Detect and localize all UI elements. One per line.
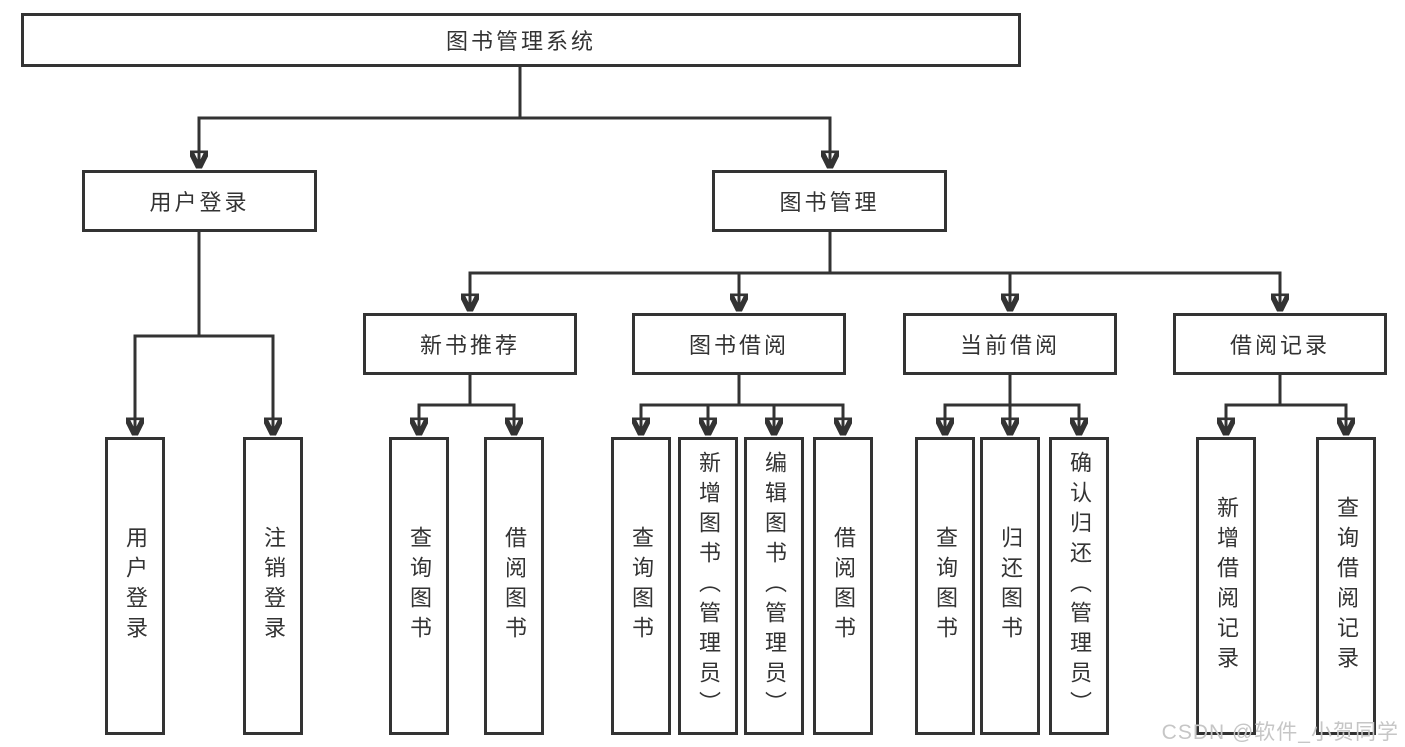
leaf-label: 借阅图书 (502, 526, 527, 646)
leaf-return-books: 归还图书 (980, 437, 1040, 735)
node-label: 用户登录 (149, 190, 250, 215)
leaf-borrow-books: 借阅图书 (813, 437, 873, 735)
node-label: 当前借阅 (959, 333, 1060, 358)
node-book-management: 图书管理 (712, 170, 947, 232)
connector-book-mgmt-children (470, 230, 1280, 306)
node-new-book-recommendation: 新书推荐 (363, 313, 577, 375)
leaf-label: 编辑图书（管理员） (762, 451, 787, 721)
connector-root-to-level2 (199, 65, 830, 163)
node-user-login: 用户登录 (82, 170, 317, 232)
leaf-label: 查询图书 (407, 526, 432, 646)
connector-current-borrow-children (945, 373, 1079, 430)
leaf-label: 归还图书 (998, 526, 1023, 646)
leaf-label: 查询图书 (933, 526, 958, 646)
leaf-borrow-books-recommend: 借阅图书 (484, 437, 544, 735)
leaf-user-login: 用户登录 (105, 437, 165, 735)
connector-book-borrow-children (641, 373, 843, 430)
csdn-watermark: CSDN @软件_小贺同学 (1161, 721, 1399, 744)
connector-records-children (1226, 373, 1346, 430)
node-current-borrowing: 当前借阅 (903, 313, 1117, 375)
leaf-query-borrow-record: 查询借阅记录 (1316, 437, 1376, 735)
node-label: 图书管理系统 (445, 29, 596, 54)
leaf-query-books-recommend: 查询图书 (389, 437, 449, 735)
leaf-label: 借阅图书 (831, 526, 856, 646)
node-library-management-system: 图书管理系统 (21, 13, 1021, 67)
leaf-label: 确认归还（管理员） (1067, 451, 1092, 721)
node-borrowing-records: 借阅记录 (1173, 313, 1387, 375)
connector-user-login-children (135, 230, 273, 430)
leaf-label: 新增借阅记录 (1214, 496, 1239, 676)
leaf-query-books-current: 查询图书 (915, 437, 975, 735)
connector-new-book-children (419, 373, 514, 430)
leaf-confirm-return-admin: 确认归还（管理员） (1049, 437, 1109, 735)
leaf-label: 查询借阅记录 (1334, 496, 1359, 676)
leaf-edit-books-admin: 编辑图书（管理员） (744, 437, 804, 735)
leaf-add-borrow-record: 新增借阅记录 (1196, 437, 1256, 735)
leaf-label: 查询图书 (629, 526, 654, 646)
node-label: 图书管理 (779, 190, 880, 215)
leaf-label: 用户登录 (123, 526, 148, 646)
leaf-label: 新增图书（管理员） (696, 451, 721, 721)
leaf-label: 注销登录 (261, 526, 286, 646)
node-label: 新书推荐 (419, 333, 520, 358)
node-label: 图书借阅 (688, 333, 789, 358)
leaf-add-books-admin: 新增图书（管理员） (678, 437, 738, 735)
leaf-logout: 注销登录 (243, 437, 303, 735)
node-book-borrowing: 图书借阅 (632, 313, 846, 375)
node-label: 借阅记录 (1229, 333, 1330, 358)
leaf-query-books-borrow: 查询图书 (611, 437, 671, 735)
